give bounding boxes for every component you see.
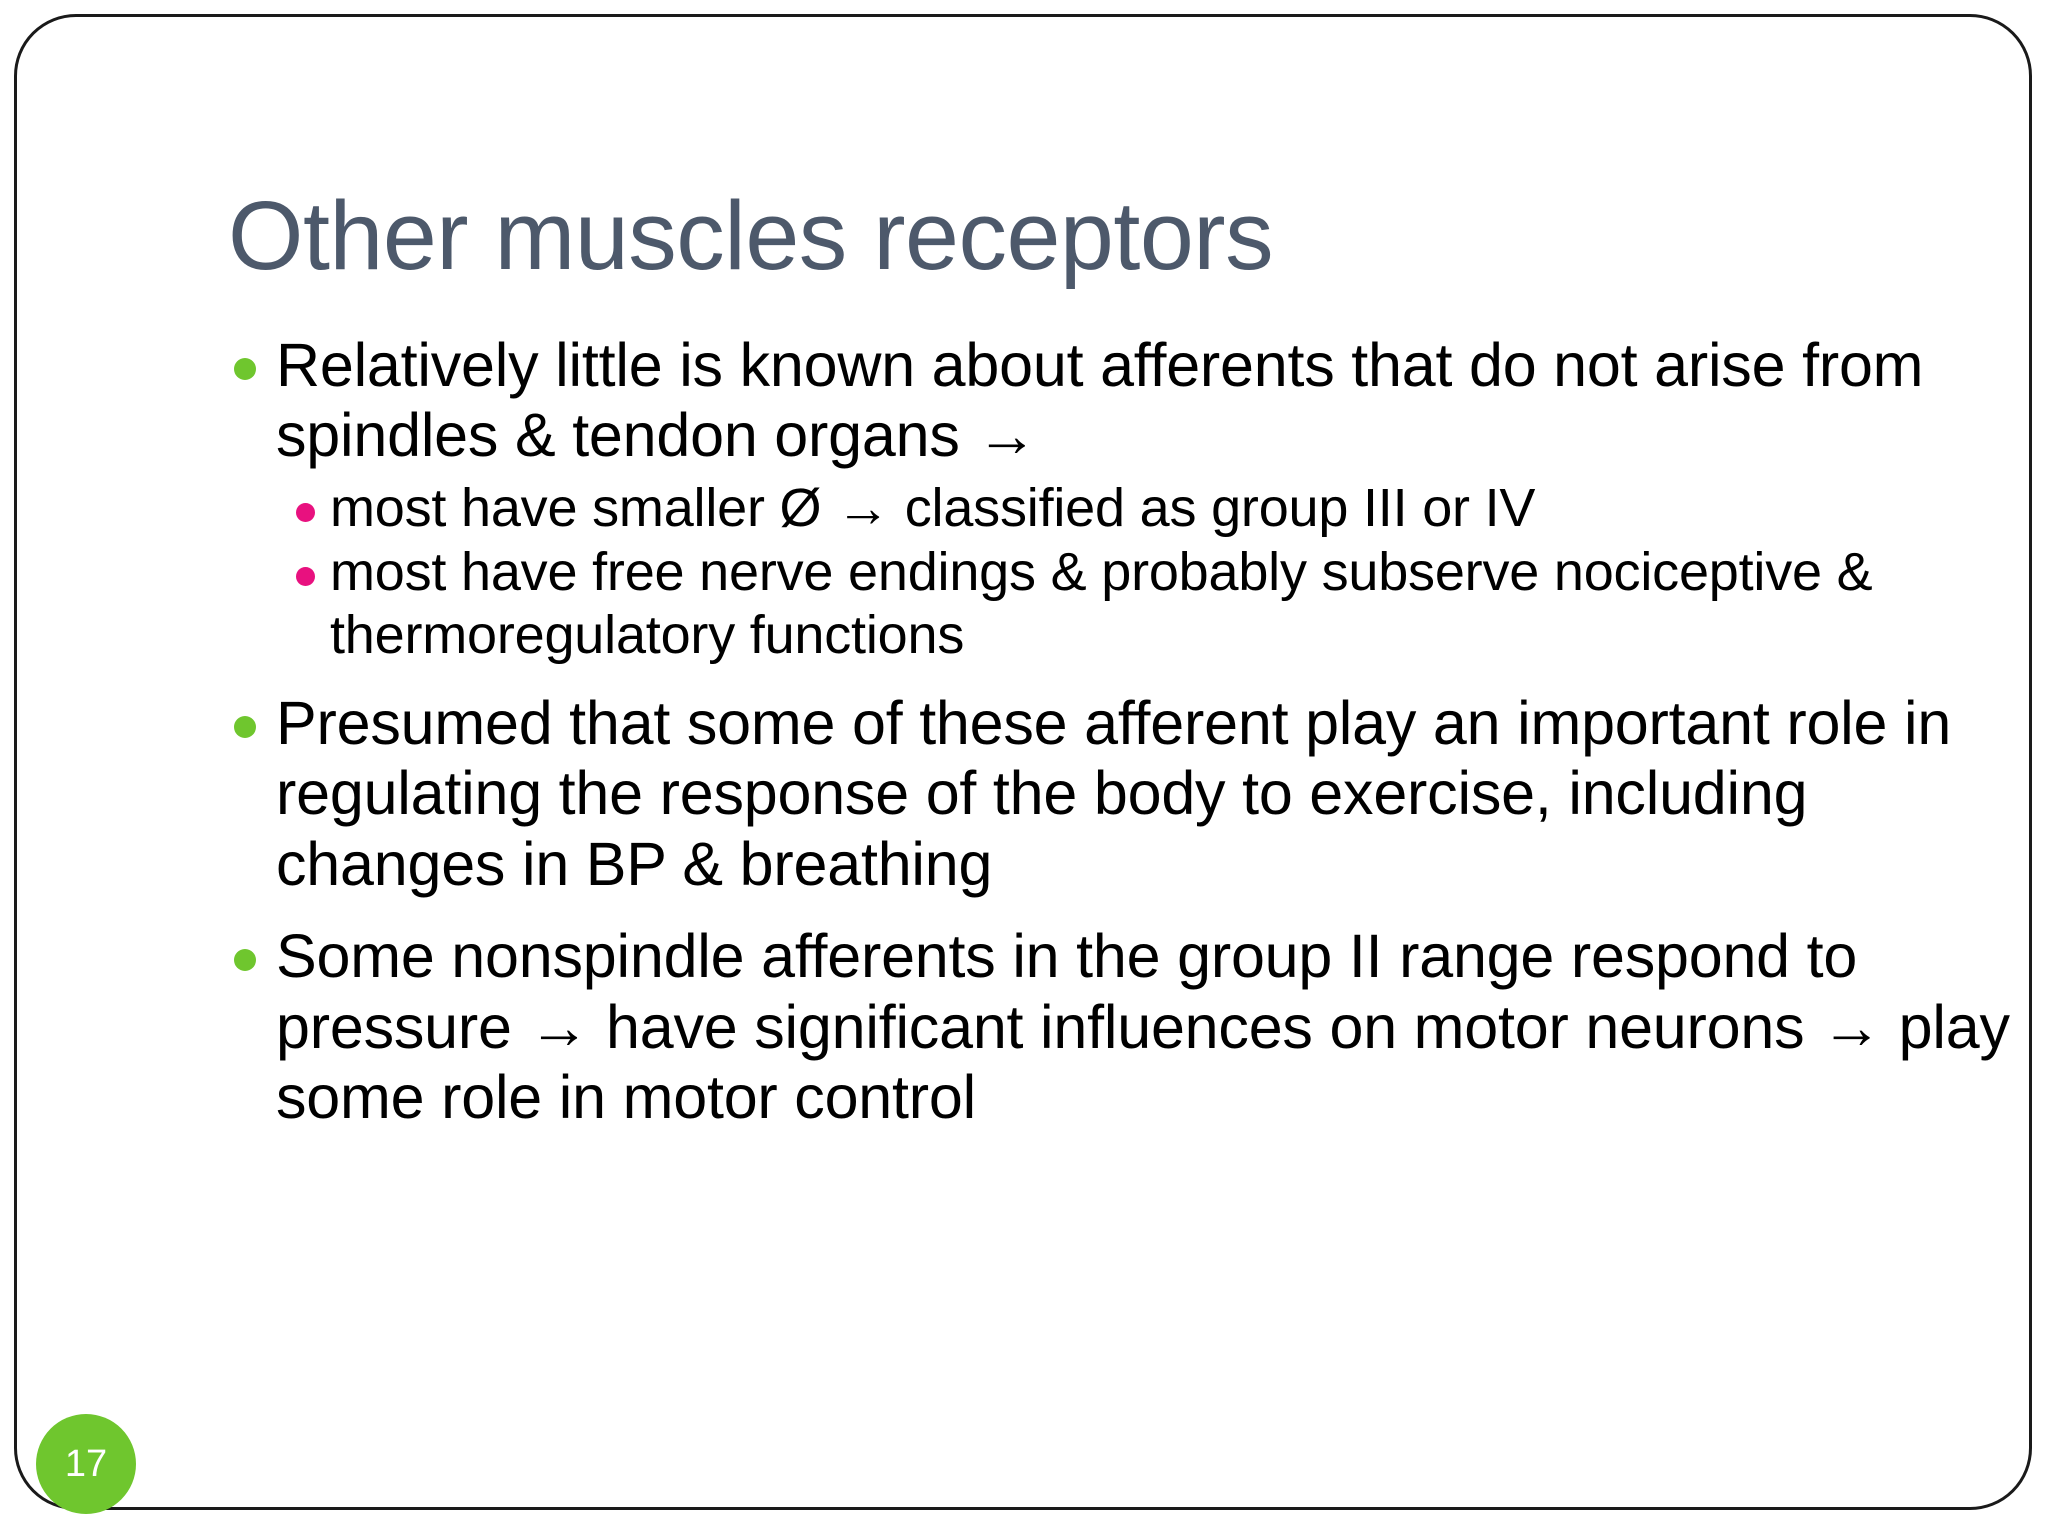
bullet-item-level1: Presumed that some of these afferent pla…	[210, 688, 2010, 899]
bullet-dot-green-icon	[234, 358, 256, 380]
bullet-text: Relatively little is known about afferen…	[276, 331, 1924, 470]
sub-bullet-group: most have smaller Ø → classified as grou…	[210, 477, 2010, 666]
bullet-item-level1: Relatively little is known about afferen…	[210, 330, 2010, 471]
bullet-dot-pink-icon	[296, 567, 315, 587]
sub-bullet-text: most have smaller Ø → classified as grou…	[330, 477, 1536, 538]
bullet-dot-green-icon	[234, 715, 256, 738]
page-number-badge: 17	[36, 1414, 136, 1514]
slide-body: Relatively little is known about afferen…	[210, 330, 2010, 1139]
bullet-text: Some nonspindle afferents in the group I…	[276, 922, 2010, 1132]
slide-title: Other muscles receptors	[228, 180, 1274, 290]
bullet-text: Presumed that some of these afferent pla…	[276, 688, 1952, 898]
bullet-dot-pink-icon	[296, 502, 315, 522]
bullet-item-level2: most have free nerve endings & probably …	[210, 541, 2010, 666]
bullet-item-level2: most have smaller Ø → classified as grou…	[210, 477, 2010, 539]
sub-bullet-text: most have free nerve endings & probably …	[330, 542, 1873, 665]
bullet-item-level1: Some nonspindle afferents in the group I…	[210, 921, 2010, 1132]
page-number-text: 17	[64, 1443, 108, 1485]
bullet-dot-green-icon	[234, 949, 256, 972]
